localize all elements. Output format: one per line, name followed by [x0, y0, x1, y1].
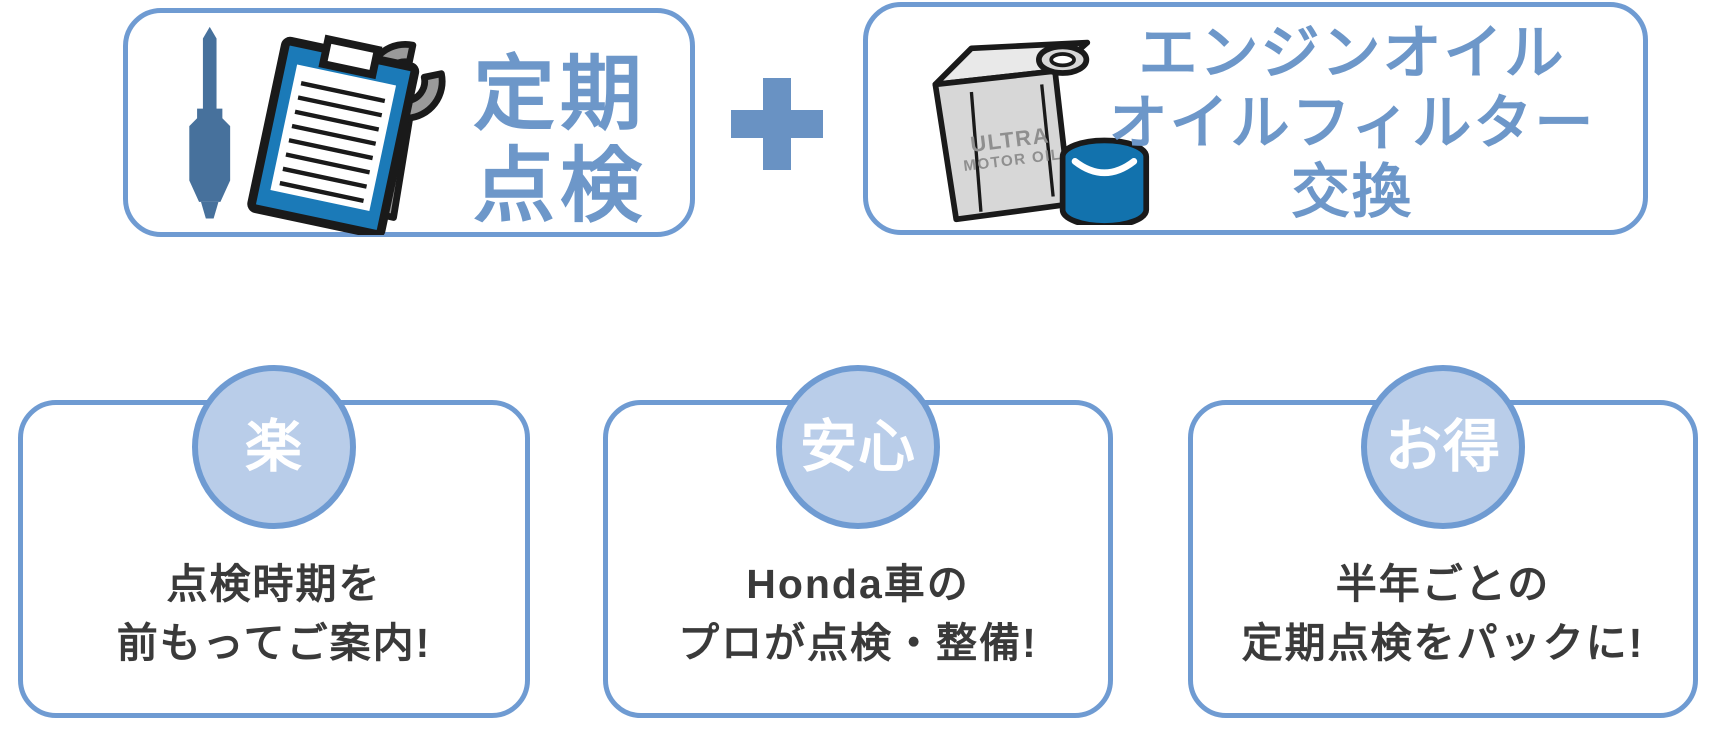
- periodic-inspection-card: 定期 点検: [123, 8, 695, 237]
- benefit-line: 前もってご案内!: [116, 620, 432, 667]
- benefit-text-reassurance: Honda車の プロが点検・整備!: [614, 555, 1102, 674]
- plus-icon: [731, 78, 823, 170]
- oil-replacement-card: ULTRA MOTOR OIL エンジンオイル オイルフィルター 交換: [863, 2, 1648, 235]
- oil-title-line3: 交換: [1290, 159, 1413, 226]
- oil-card-title: エンジンオイル オイルフィルター 交換: [1083, 19, 1621, 228]
- benefit-badge-easy: 楽: [192, 365, 356, 529]
- badge-label: お得: [1385, 414, 1501, 479]
- benefit-line: 点検時期を: [166, 561, 382, 607]
- benefit-line: 定期点検をパックに!: [1241, 620, 1645, 667]
- benefit-line: 半年ごとの: [1335, 561, 1551, 607]
- badge-label: 楽: [245, 414, 303, 479]
- clipboard-wrench-screwdriver-icon: [189, 26, 446, 235]
- inspection-title-line1: 定期: [472, 49, 647, 140]
- inspection-title-line2: 点検: [472, 140, 647, 232]
- benefit-badge-value: お得: [1361, 365, 1525, 529]
- badge-label: 安心: [800, 414, 916, 479]
- benefit-line: Honda車の: [746, 561, 970, 607]
- benefit-text-easy: 点検時期を 前もってご案内!: [29, 555, 519, 674]
- oil-title-line2: オイルフィルター: [1108, 89, 1596, 156]
- benefit-card-reassurance: 安心 Honda車の プロが点検・整備!: [603, 365, 1113, 718]
- benefit-badge-reassurance: 安心: [776, 365, 940, 529]
- benefit-card-easy: 楽 点検時期を 前もってご案内!: [18, 365, 530, 718]
- benefit-line: プロが点検・整備!: [678, 620, 1038, 667]
- inspection-card-title: 定期 点検: [438, 49, 682, 233]
- oil-can-and-filter-icon: ULTRA MOTOR OIL: [932, 39, 1150, 225]
- benefit-text-value: 半年ごとの 定期点検をパックに!: [1199, 555, 1687, 674]
- oil-title-line1: エンジンオイル: [1138, 20, 1566, 86]
- benefit-card-value: お得 半年ごとの 定期点検をパックに!: [1188, 365, 1698, 718]
